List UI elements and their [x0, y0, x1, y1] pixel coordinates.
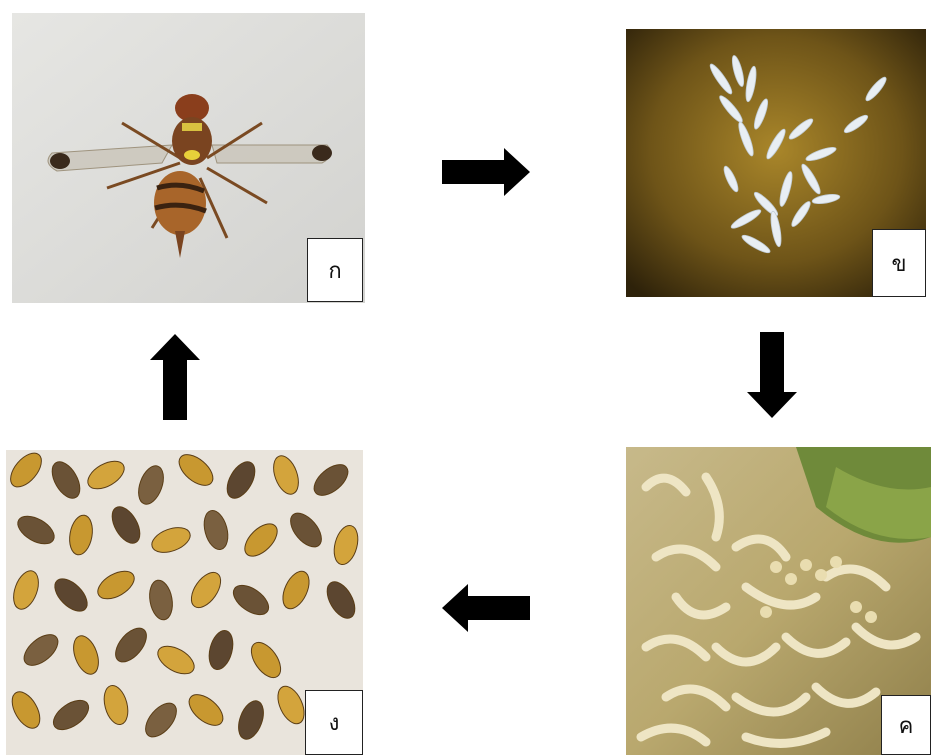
- panel-label: ข: [872, 229, 926, 297]
- arrow-left-icon: [440, 582, 532, 634]
- arrow-up-icon: [148, 332, 202, 422]
- panel-label: ง: [305, 690, 363, 755]
- arrow-right-icon: [440, 146, 532, 198]
- arrow-down-icon: [745, 330, 799, 420]
- panel-label: ก: [307, 238, 363, 302]
- panel-adult-fly: ก: [12, 13, 365, 303]
- panel-eggs: ข: [626, 29, 926, 297]
- panel-pupae: ง: [6, 450, 363, 755]
- panel-label: ค: [881, 695, 931, 755]
- panel-larvae: ค: [626, 447, 931, 755]
